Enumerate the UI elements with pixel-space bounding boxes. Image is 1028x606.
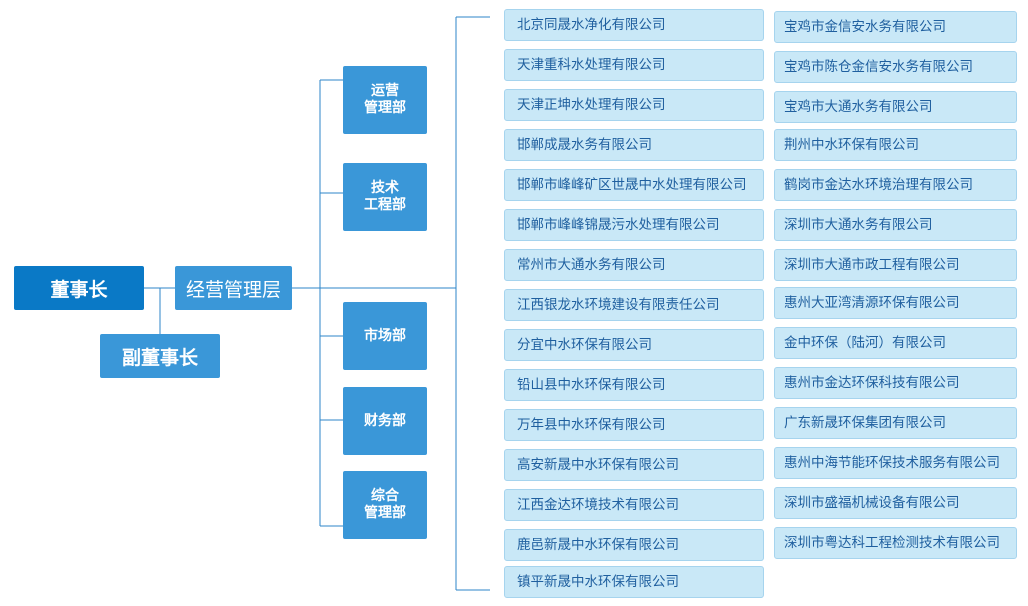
subsidiary-box: 北京同晟水净化有限公司 — [504, 9, 764, 41]
subsidiary-box: 宝鸡市大通水务有限公司 — [774, 91, 1017, 123]
subsidiary-box: 深圳市大通水务有限公司 — [774, 209, 1017, 241]
subsidiary-box: 宝鸡市陈仓金信安水务有限公司 — [774, 51, 1017, 83]
subsidiary-box: 铅山县中水环保有限公司 — [504, 369, 764, 401]
subsidiary-box: 深圳市粤达科工程检测技术有限公司 — [774, 527, 1017, 559]
subsidiary-box: 邯郸市峰峰锦晟污水处理有限公司 — [504, 209, 764, 241]
vice-chairman-label: 副董事长 — [121, 346, 198, 369]
chairman-label: 董事长 — [50, 278, 108, 301]
subsidiary-box: 高安新晟中水环保有限公司 — [504, 449, 764, 481]
subsidiary-box: 邯郸成晟水务有限公司 — [504, 129, 764, 161]
subsidiary-box: 天津重科水处理有限公司 — [504, 49, 764, 81]
department-finance: 财务部 — [343, 387, 427, 455]
department-operations: 运营 管理部 — [343, 66, 427, 134]
subsidiary-box: 宝鸡市金信安水务有限公司 — [774, 11, 1017, 43]
subsidiary-box: 惠州大亚湾清源环保有限公司 — [774, 287, 1017, 319]
subsidiary-box: 荆州中水环保有限公司 — [774, 129, 1017, 161]
management-box: 经营管理层 — [175, 266, 292, 310]
subsidiary-box: 惠州中海节能环保技术服务有限公司 — [774, 447, 1017, 479]
department-general-admin: 综合 管理部 — [343, 471, 427, 539]
subsidiary-box: 深圳市大通市政工程有限公司 — [774, 249, 1017, 281]
subsidiary-box: 常州市大通水务有限公司 — [504, 249, 764, 281]
subsidiary-box: 江西金达环境技术有限公司 — [504, 489, 764, 521]
subsidiary-box: 鹤岗市金达水环境治理有限公司 — [774, 169, 1017, 201]
subsidiary-box: 江西银龙水环境建设有限责任公司 — [504, 289, 764, 321]
management-label: 经营管理层 — [185, 278, 281, 301]
department-engineering: 技术 工程部 — [343, 163, 427, 231]
subsidiary-box: 深圳市盛福机械设备有限公司 — [774, 487, 1017, 519]
subsidiary-box: 惠州市金达环保科技有限公司 — [774, 367, 1017, 399]
subsidiary-box: 鹿邑新晟中水环保有限公司 — [504, 529, 764, 561]
subsidiary-box: 分宜中水环保有限公司 — [504, 329, 764, 361]
subsidiary-box: 天津正坤水处理有限公司 — [504, 89, 764, 121]
subsidiary-box: 金中环保（陆河）有限公司 — [774, 327, 1017, 359]
chairman-box: 董事长 — [14, 266, 144, 310]
subsidiary-box: 镇平新晟中水环保有限公司 — [504, 566, 764, 598]
vice-chairman-box: 副董事长 — [100, 334, 220, 378]
subsidiary-box: 广东新晟环保集团有限公司 — [774, 407, 1017, 439]
subsidiary-box: 邯郸市峰峰矿区世晟中水处理有限公司 — [504, 169, 764, 201]
department-marketing: 市场部 — [343, 302, 427, 370]
subsidiary-box: 万年县中水环保有限公司 — [504, 409, 764, 441]
